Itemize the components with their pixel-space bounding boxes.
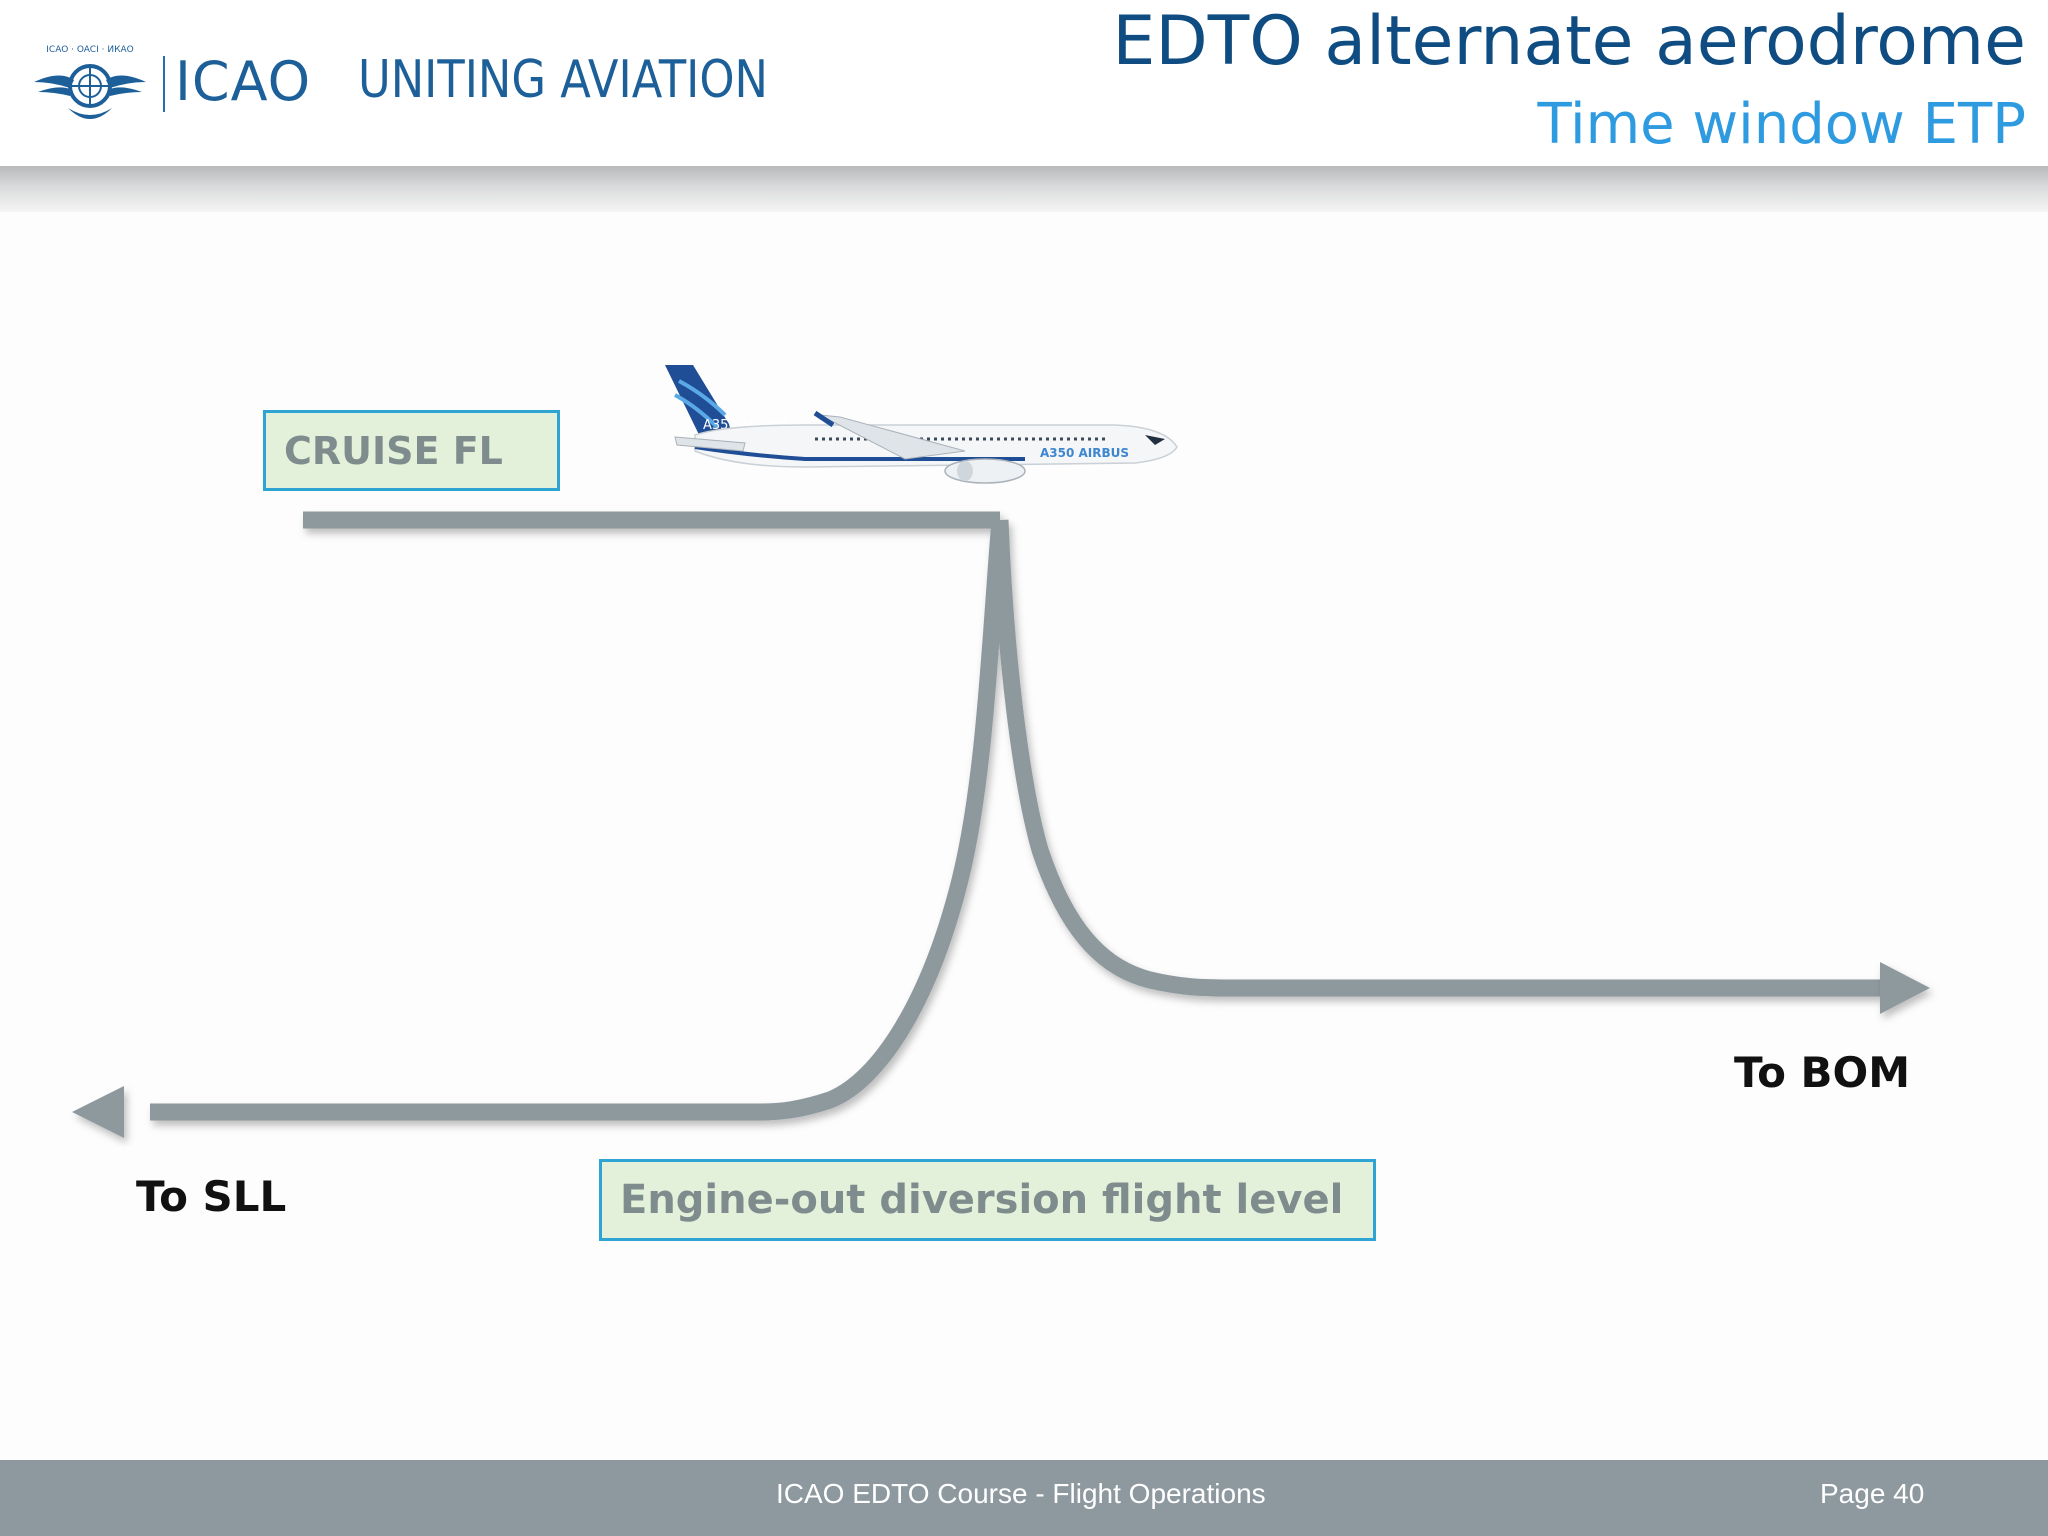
svg-text:ICAO · OACI · ИКАО: ICAO · OACI · ИКАО (46, 45, 133, 55)
destination-sll-label: To SLL (136, 1172, 287, 1221)
page-number: Page 40 (1820, 1478, 1925, 1509)
descent-path-bom (991, 519, 1880, 997)
arrowhead-bom (1880, 962, 1930, 1014)
svg-text:A350 AIRBUS: A350 AIRBUS (1040, 446, 1129, 460)
descent-path-sll (150, 519, 1009, 1121)
slide-header: ICAO · OACI · ИКАО ICAO UNITING AVIATION… (0, 0, 2048, 166)
icao-emblem-icon: ICAO · OACI · ИКАО (34, 45, 146, 119)
slide-subtitle: Time window ETP (1537, 92, 2026, 157)
cruise-fl-label: CRUISE FL (263, 410, 560, 491)
tagline: UNITING AVIATION (358, 50, 768, 110)
logo-divider (163, 56, 165, 112)
diversion-fl-label: Engine-out diversion flight level (599, 1159, 1376, 1241)
arrowhead-sll (72, 1086, 124, 1138)
header-shadow-bar (0, 166, 2048, 212)
aircraft-icon: A350 AIRBUS A350 AIRBUS (665, 365, 1178, 484)
slide-title: EDTO alternate aerodrome (1112, 2, 2026, 81)
org-name: ICAO (175, 50, 312, 113)
slide-footer: ICAO EDTO Course - Flight Operations Pag… (0, 1460, 2048, 1536)
footer-course-title: ICAO EDTO Course - Flight Operations (776, 1478, 1266, 1509)
destination-bom-label: To BOM (1734, 1048, 1911, 1097)
